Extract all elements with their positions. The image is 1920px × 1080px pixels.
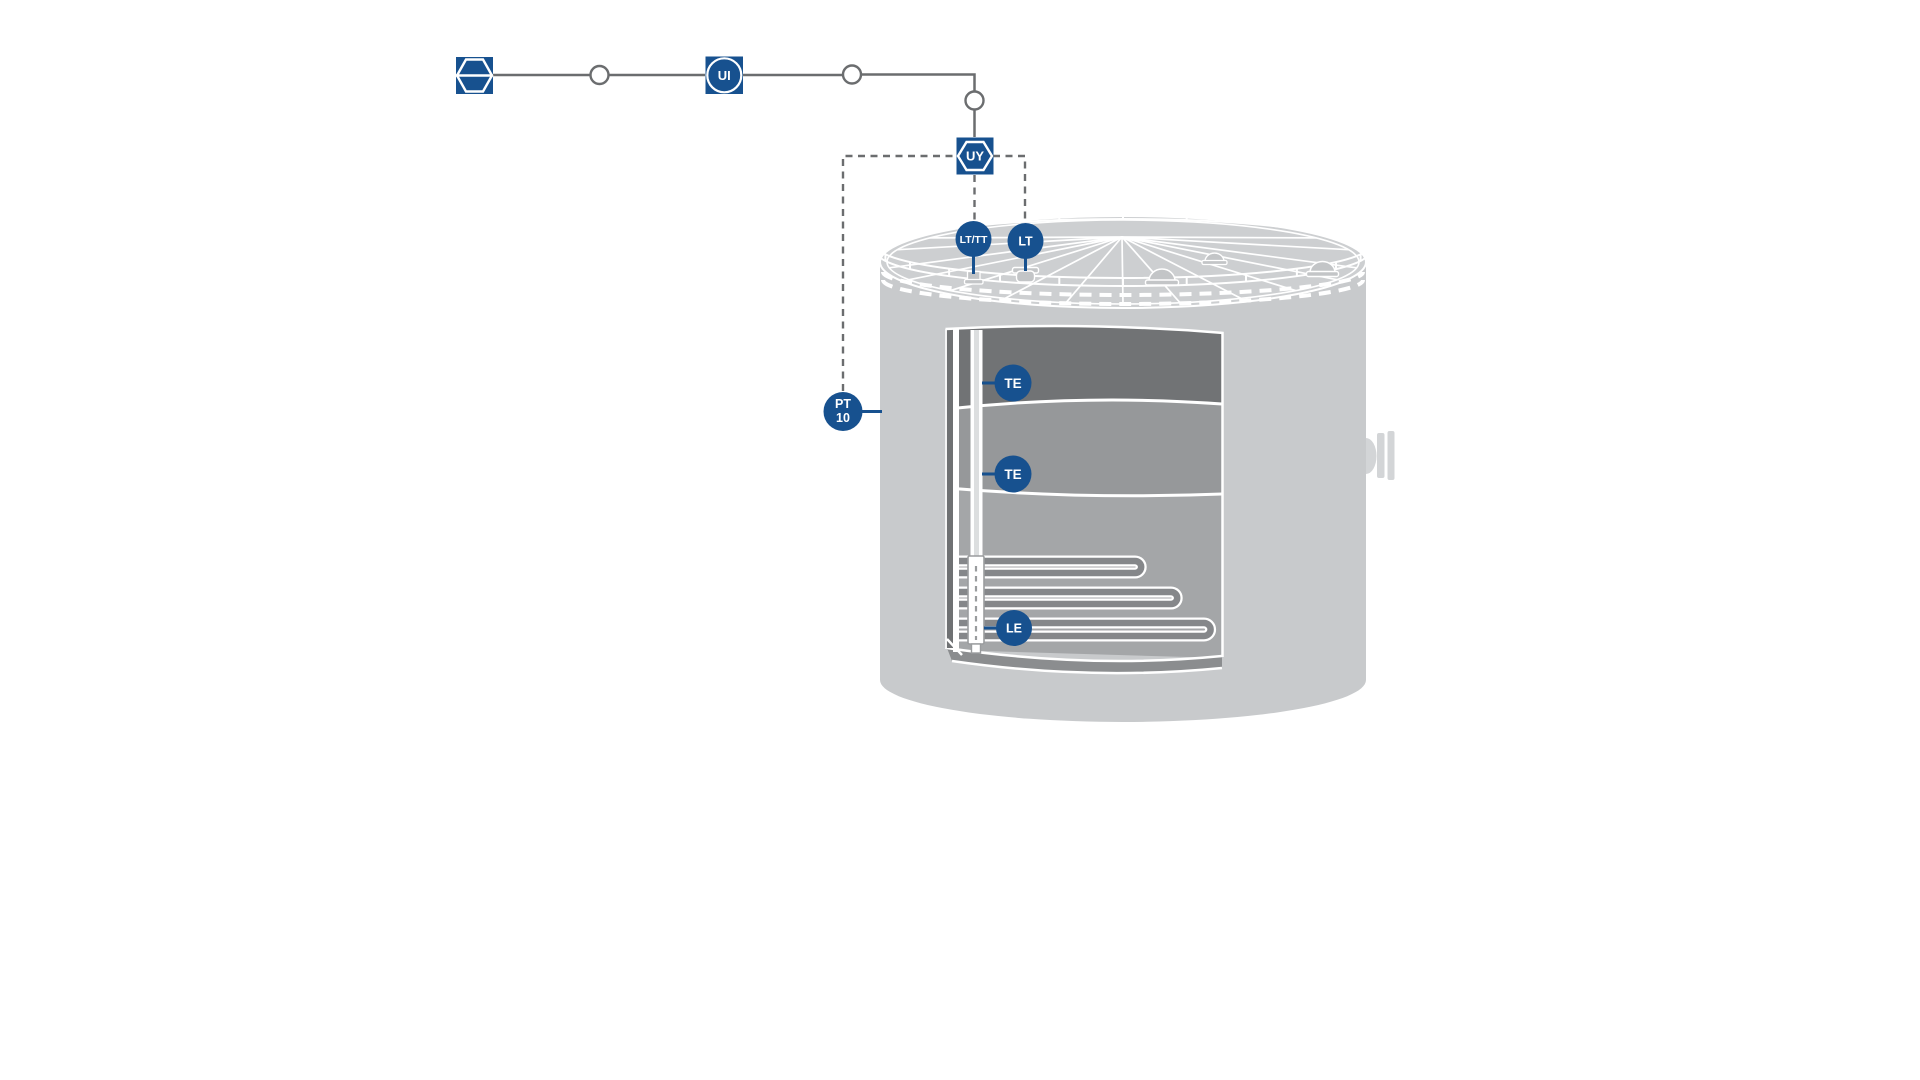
roof-dome-nozzle-center xyxy=(1144,268,1180,286)
uy-label: UY xyxy=(966,149,984,164)
manway-flange-1 xyxy=(1377,433,1385,478)
roof-nozzles xyxy=(963,252,1340,286)
coil-3-tube xyxy=(951,619,1214,640)
pt-10-bubble xyxy=(823,392,863,431)
te-upper-bubble xyxy=(994,364,1032,402)
roof-railing xyxy=(876,213,1370,306)
te-mid-instrument: TE xyxy=(982,455,1032,493)
window-corner-diagonal xyxy=(946,638,963,656)
floor-bottom-edge xyxy=(951,659,1223,675)
manway-bump xyxy=(1366,438,1377,474)
dome-cap xyxy=(1309,260,1336,274)
storage-tank xyxy=(876,213,1395,722)
vapor-band xyxy=(947,326,1222,409)
ui-circle xyxy=(706,57,743,94)
railing-posts xyxy=(876,214,1370,286)
coil-1-tube xyxy=(951,557,1145,577)
le-instrument: LE xyxy=(984,610,1032,646)
te-mid-label: TE xyxy=(1004,467,1021,482)
lt-label: LT xyxy=(1018,235,1033,249)
heating-coils xyxy=(951,555,1217,642)
dcs-system-icon xyxy=(455,57,494,94)
junction-node-3 xyxy=(964,90,985,111)
lt-tt-instrument: LT/TT xyxy=(955,221,992,274)
wind-girder-dashes-row1 xyxy=(881,271,1365,297)
wall-cut-dark-strip xyxy=(947,329,953,648)
dome-base xyxy=(1201,259,1228,266)
wind-girder-dashes-row2 xyxy=(881,279,1365,306)
nozzle-base xyxy=(963,278,984,285)
roof-dome-nozzle-right xyxy=(1305,260,1340,278)
le-label: LE xyxy=(1006,622,1022,636)
wall-cut-white-strip xyxy=(953,329,959,652)
le-bubble xyxy=(996,610,1032,646)
pt-10-label-line1: PT xyxy=(835,397,851,411)
roof-dome-nozzle-back xyxy=(1201,252,1228,266)
lt-instrument: LT xyxy=(1007,223,1044,271)
tank-cutaway xyxy=(945,324,1224,675)
dome-base xyxy=(1144,279,1180,286)
dashed-signal-lines xyxy=(841,154,1027,391)
manway-nozzle xyxy=(1366,431,1395,480)
dome-base xyxy=(1305,270,1340,278)
te-upper-label: TE xyxy=(1004,376,1021,391)
ui-label: UI xyxy=(718,68,731,83)
uy-hexagon xyxy=(956,140,994,172)
te-upper-instrument: TE xyxy=(982,364,1032,402)
upper-liquid-band xyxy=(947,400,1222,496)
lt-tt-label: LT/TT xyxy=(960,234,988,246)
field-instruments: LT/TT LT TE TE LE PT xyxy=(823,221,1044,646)
lt-tt-bubble xyxy=(955,221,992,257)
pt-10-instrument: PT 10 xyxy=(823,392,882,431)
junction-node-1 xyxy=(589,64,610,86)
stilling-well-pipe xyxy=(967,330,985,654)
junction-node-2 xyxy=(841,64,863,85)
signal-network: UI UY xyxy=(455,56,1027,391)
pt-10-label-line2: 10 xyxy=(836,411,850,425)
pipe-inner xyxy=(974,330,979,558)
uy-square xyxy=(956,137,994,175)
probe-tip xyxy=(970,643,982,654)
nozzle-dome xyxy=(1015,270,1036,283)
window-top-edge xyxy=(945,324,1224,335)
uy-instrument: UY xyxy=(956,137,994,175)
signal-line-horizontal xyxy=(493,73,976,137)
te-mid-bubble xyxy=(994,455,1032,493)
lt-bubble xyxy=(1007,223,1044,259)
coil-2-tube xyxy=(951,588,1181,608)
dome-cap xyxy=(1148,268,1176,282)
floor-top-edge xyxy=(946,646,1223,663)
manway-flange-2 xyxy=(1387,431,1395,480)
lt-tt-roof-nozzle xyxy=(963,270,984,285)
ui-instrument: UI xyxy=(705,56,743,94)
